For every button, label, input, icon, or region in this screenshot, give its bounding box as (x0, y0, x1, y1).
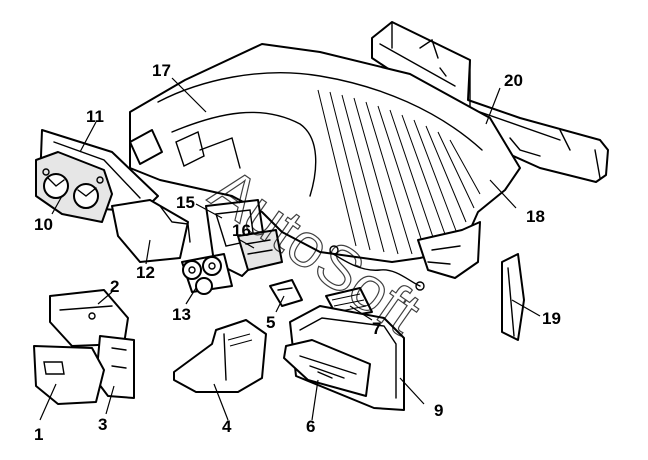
label-5: 5 (266, 313, 275, 332)
part-19-end-cap (501, 253, 525, 341)
label-17: 17 (152, 61, 171, 80)
callout-labels: 17 20 11 10 15 16 12 13 18 19 2 1 3 4 5 … (34, 61, 561, 444)
label-12: 12 (136, 263, 155, 282)
part-20-cross-beam (371, 21, 609, 183)
label-11: 11 (86, 107, 104, 126)
label-1: 1 (34, 425, 43, 444)
part-18-right-lower-trim (417, 221, 481, 279)
label-6: 6 (306, 417, 315, 436)
part-12-lower-left-trim (111, 199, 191, 263)
part-16-switch-panel (237, 229, 283, 271)
label-15: 15 (176, 193, 195, 212)
label-4: 4 (222, 417, 232, 436)
wiring-harness (329, 245, 425, 291)
label-16: 16 (232, 221, 251, 240)
label-18: 18 (526, 207, 545, 226)
label-3: 3 (98, 415, 107, 434)
label-2: 2 (110, 277, 119, 296)
part-10-instrument-cluster (35, 151, 113, 223)
part-6-glovebox (283, 339, 371, 397)
part-13-heater-controls (181, 253, 233, 295)
leader-lines (39, 77, 541, 421)
label-9: 9 (434, 401, 443, 420)
label-19: 19 (542, 309, 561, 328)
part-4-lower-side-panel (173, 319, 267, 393)
label-20: 20 (504, 71, 523, 90)
label-7: 7 (372, 319, 381, 338)
part-5-switch (269, 279, 303, 307)
part-1-lower-pocket (33, 345, 105, 405)
label-10: 10 (34, 215, 53, 234)
label-13: 13 (172, 305, 191, 324)
